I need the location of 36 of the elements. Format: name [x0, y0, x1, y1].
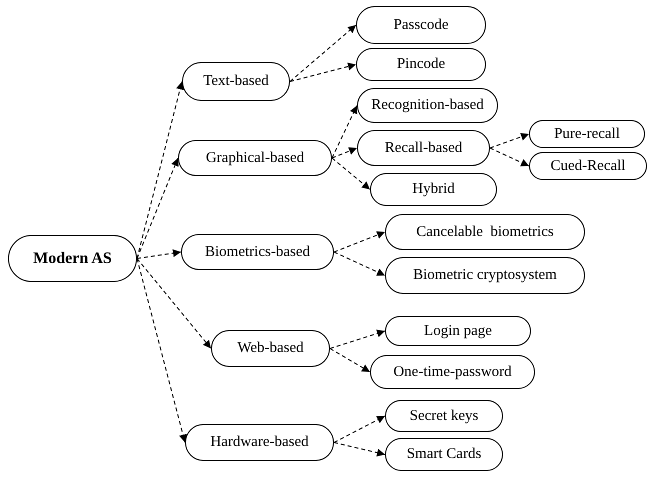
arrow — [136, 249, 182, 259]
arrow — [334, 252, 386, 276]
arrow — [136, 258, 212, 349]
rounded-node: Smart Cards — [385, 438, 503, 471]
rounded-node: Biometrics-based — [181, 234, 334, 270]
rounded-node: Graphical-based — [178, 140, 332, 176]
rounded-node: Recall-based — [357, 130, 490, 166]
arrow — [290, 62, 356, 82]
rounded-node: Cancelable biometrics — [385, 214, 585, 250]
arrow — [490, 132, 530, 148]
rounded-node: One-time-password — [370, 355, 535, 389]
arrow — [332, 105, 358, 158]
arrow — [290, 24, 356, 82]
rounded-node: Passcode — [356, 6, 486, 44]
arrow — [490, 148, 530, 166]
arrow — [136, 158, 179, 259]
rounded-node: Hardware-based — [185, 424, 334, 461]
arrow — [330, 348, 370, 372]
rounded-node: Login page — [385, 316, 531, 346]
arrow — [332, 158, 370, 190]
rounded-node: Modern AS — [8, 235, 137, 282]
arrow — [330, 330, 386, 349]
rounded-node: Pincode — [356, 48, 486, 81]
arrow — [136, 258, 187, 443]
rounded-node: Pure-recall — [529, 120, 645, 148]
rounded-node: Text-based — [182, 62, 290, 101]
rounded-node: Web-based — [211, 330, 330, 367]
rounded-node: Secret keys — [385, 400, 503, 432]
rounded-node: Biometric cryptosystem — [385, 257, 585, 294]
arrow — [334, 442, 386, 457]
arrow — [334, 416, 386, 443]
arrow — [332, 147, 358, 158]
arrow — [334, 231, 386, 252]
rounded-node: Cued-Recall — [529, 152, 647, 180]
rounded-node: Hybrid — [370, 173, 497, 206]
rounded-node: Recognition-based — [357, 88, 498, 123]
